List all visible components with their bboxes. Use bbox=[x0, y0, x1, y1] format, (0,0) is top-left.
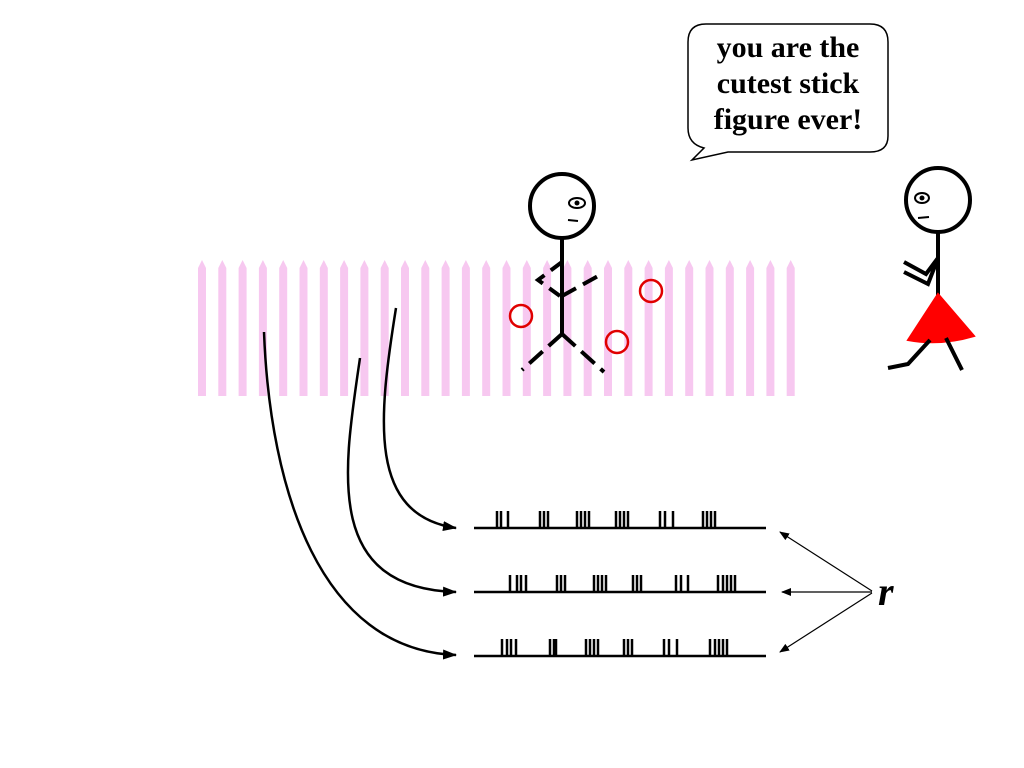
red-circle bbox=[508, 303, 534, 329]
fence-picket bbox=[279, 260, 288, 396]
boy-arm-right bbox=[561, 274, 599, 298]
fence-picket bbox=[319, 260, 328, 396]
pointer-top bbox=[779, 531, 873, 592]
fence-picket bbox=[705, 260, 714, 396]
fence-picket bbox=[218, 260, 227, 396]
fence-picket bbox=[340, 260, 349, 396]
girl-arms bbox=[903, 256, 940, 287]
fence-picket bbox=[238, 260, 247, 396]
fence-picket bbox=[360, 260, 369, 396]
speech-bubble-text: you are the cutest stick figure ever! bbox=[688, 30, 888, 138]
pointer-bottom bbox=[779, 592, 873, 653]
girl-eye bbox=[914, 192, 930, 204]
girl-mouth bbox=[917, 216, 930, 219]
response-pointers bbox=[779, 531, 873, 653]
fence-picket bbox=[563, 260, 572, 396]
speech-bubble bbox=[687, 23, 889, 162]
girl-legs bbox=[887, 337, 964, 371]
fiber-1 bbox=[382, 307, 457, 532]
fence-picket bbox=[786, 260, 795, 396]
speech-line: cutest stick bbox=[716, 67, 860, 100]
stick-figure-girl bbox=[887, 166, 976, 371]
red-dress bbox=[906, 292, 976, 344]
boy-mouth bbox=[567, 219, 579, 222]
fence-picket bbox=[685, 260, 694, 396]
fence-picket bbox=[401, 260, 409, 396]
boy-arm-left bbox=[534, 260, 564, 298]
stimulus-dots bbox=[508, 278, 664, 355]
fence-picket bbox=[725, 260, 734, 396]
fence-picket bbox=[644, 260, 653, 396]
fence-picket bbox=[746, 260, 755, 396]
red-circle bbox=[604, 329, 630, 355]
fence-picket bbox=[299, 260, 308, 396]
fence-picket bbox=[441, 260, 450, 396]
fence-picket bbox=[583, 260, 592, 396]
boy-leg-right bbox=[560, 332, 606, 374]
boy-leg-left bbox=[520, 332, 564, 372]
stick-figure-boy bbox=[520, 172, 606, 374]
fence-picket bbox=[522, 260, 531, 396]
speech-line: figure ever! bbox=[713, 103, 863, 136]
neuron-fibers bbox=[262, 307, 457, 660]
fence-picket bbox=[664, 260, 673, 396]
fence-picket bbox=[380, 260, 389, 396]
spike-trains bbox=[474, 511, 766, 658]
speech-line: you are the bbox=[716, 31, 860, 64]
fence-picket bbox=[198, 260, 206, 396]
fence-picket bbox=[421, 260, 430, 396]
fence-picket bbox=[604, 260, 612, 396]
fence-picket bbox=[482, 260, 491, 396]
fence-picket bbox=[543, 260, 552, 396]
fiber-2 bbox=[346, 357, 457, 597]
boy-eye bbox=[568, 197, 586, 209]
red-circle bbox=[638, 278, 664, 304]
fence-picket bbox=[766, 260, 775, 396]
response-label: r bbox=[878, 569, 894, 614]
fence-picket bbox=[624, 260, 633, 396]
picket-fence bbox=[198, 260, 795, 396]
fence-picket bbox=[461, 260, 470, 396]
fiber-3 bbox=[262, 331, 457, 660]
fence-picket bbox=[502, 260, 511, 396]
